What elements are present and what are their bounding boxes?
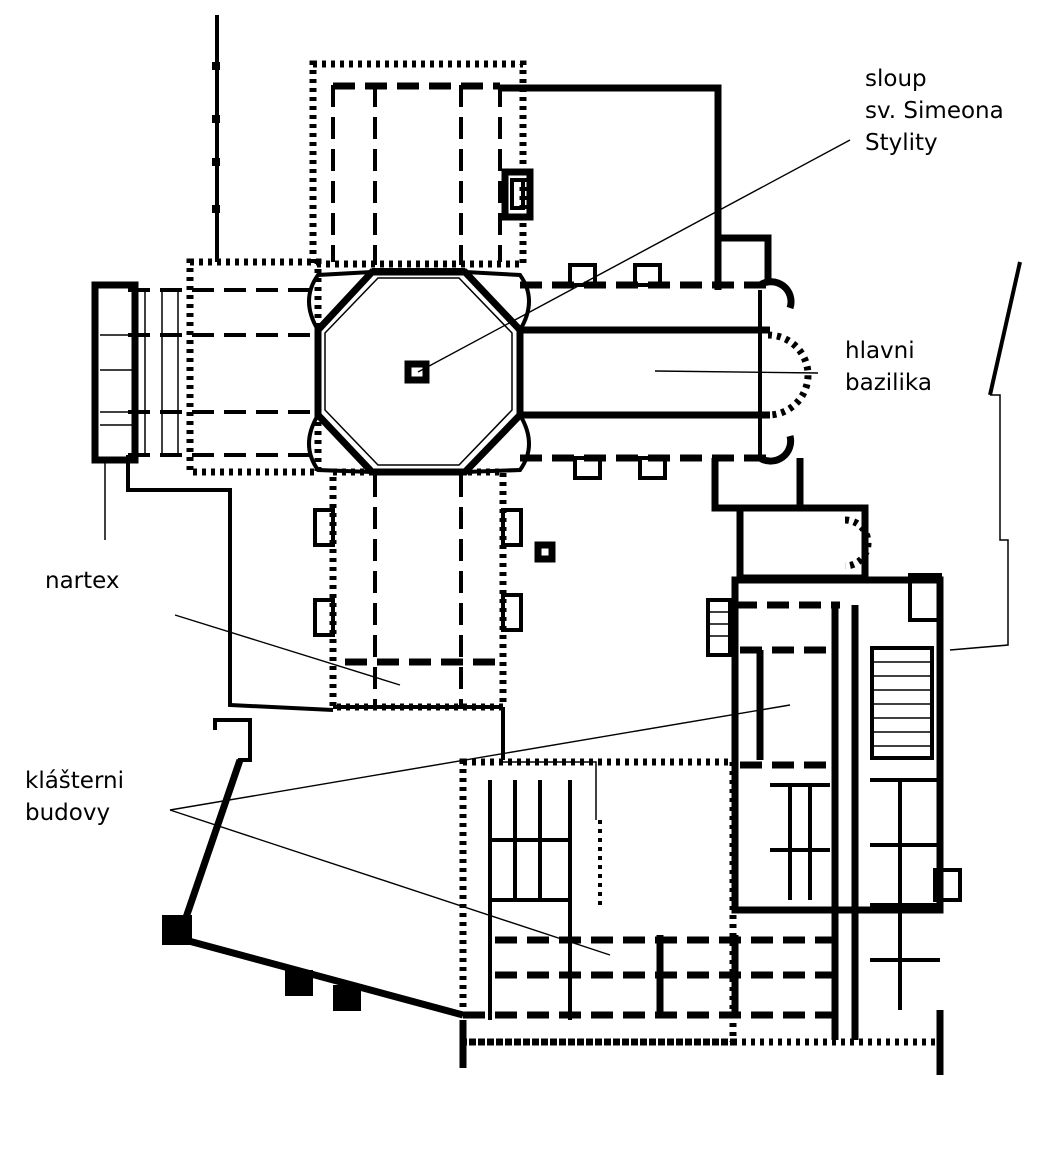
east-arm-basilica [520, 234, 812, 480]
label-basilica-line2: bazilika [845, 370, 932, 396]
north-arm [309, 60, 722, 290]
leader-monastery-1 [169, 704, 791, 811]
label-monastery-line1: klášterni [25, 768, 124, 794]
label-column-line1: sloup [865, 66, 927, 92]
simeon-column [404, 360, 430, 384]
east-boundary-wall [949, 261, 1022, 651]
label-narthex: nartex [45, 568, 120, 594]
leader-monastery-2 [169, 809, 611, 956]
west-arm [91, 258, 322, 540]
leader-column [417, 139, 851, 373]
monastery-buildings [731, 573, 962, 1040]
label-column-line2: sv. Simeona [865, 98, 1004, 124]
leader-lines [169, 139, 851, 956]
south-arm [126, 455, 556, 760]
label-monastery-line2: budovy [25, 800, 110, 826]
label-basilica-line1: hlavni [845, 338, 915, 364]
lower-monastery-block [459, 758, 944, 1075]
south-west-enclosure [162, 718, 464, 1019]
label-column-line3: Stylity [865, 130, 938, 156]
leader-basilica [654, 370, 819, 374]
west-boundary-wall [212, 15, 220, 262]
leader-narthex [174, 614, 401, 686]
